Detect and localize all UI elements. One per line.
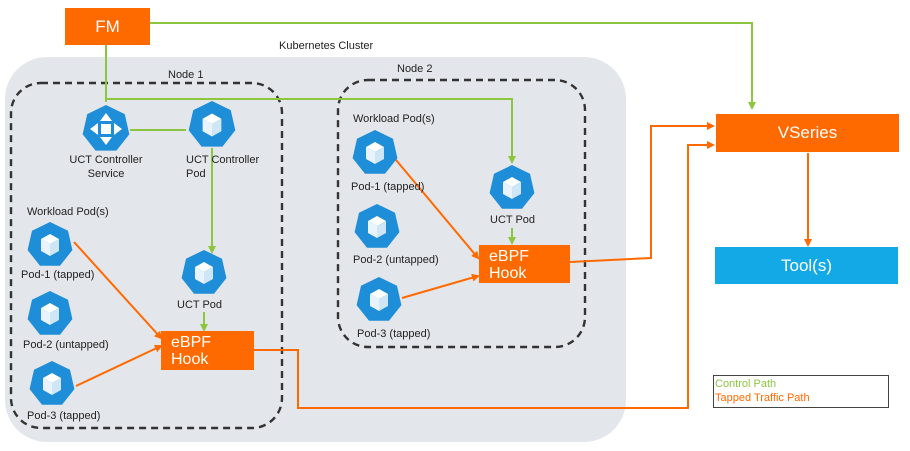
n1-pod3-label: Pod-3 (tapped) [27, 410, 101, 422]
ebpf1-to-vseries [254, 141, 715, 409]
vseries-box[interactable]: VSeries [716, 114, 899, 152]
legend: Control Path Tapped Traffic Path [713, 375, 889, 408]
n2-pod2-label: Pod-2 (untapped) [353, 254, 439, 266]
n1-pod2-icon [27, 291, 73, 335]
legend-control: Control Path [715, 378, 777, 390]
n2-uct-pod-label: UCT Pod [490, 214, 536, 226]
n1-pod1-icon [27, 222, 73, 266]
n1-workload-label: Workload Pod(s) [27, 206, 109, 218]
n1-pod3-to-ebpf [75, 344, 163, 387]
n2-pod3-label: Pod-3 (tapped) [357, 328, 431, 340]
legend-tapped: Tapped Traffic Path [715, 392, 810, 404]
n1-ctrl-pod-icon [188, 101, 236, 147]
n2-pod3-icon [356, 277, 402, 321]
service-to-node2-line [106, 98, 516, 164]
tools-box[interactable]: Tool(s) [715, 247, 898, 284]
node1-title: Node 1 [168, 69, 204, 81]
n2-pod1-to-ebpf [385, 147, 480, 260]
node2-box [336, 78, 587, 349]
n2-pod1-icon [352, 130, 398, 174]
n2-workload-label: Workload Pod(s) [353, 113, 435, 125]
kubernetes-service-icon [82, 105, 130, 151]
fm-to-vseries-line [150, 22, 756, 110]
n1-pod1-to-ebpf [73, 241, 163, 340]
n1-pod1-label: Pod-1 (tapped) [21, 269, 95, 281]
n1-pod2-label: Pod-2 (untapped) [23, 339, 109, 351]
n1-uct-pod-icon [181, 250, 227, 294]
n2-pod2-icon [354, 204, 400, 248]
n2-pod3-to-ebpf [401, 273, 480, 299]
n2-uct-pod-icon [489, 165, 535, 209]
n2-pod1-label: Pod-1 (tapped) [351, 181, 425, 193]
cluster-label: Kubernetes Cluster [279, 40, 374, 52]
node1-box [9, 81, 284, 430]
node2-title: Node 2 [397, 63, 433, 75]
fm-box[interactable]: FM [65, 8, 150, 45]
tapped-paths [73, 122, 715, 409]
control-paths [105, 22, 812, 332]
n1-uct-pod-label: UCT Pod [177, 299, 223, 311]
ebpf2-to-vseries [569, 122, 715, 263]
n1-pod3-icon [29, 361, 75, 405]
